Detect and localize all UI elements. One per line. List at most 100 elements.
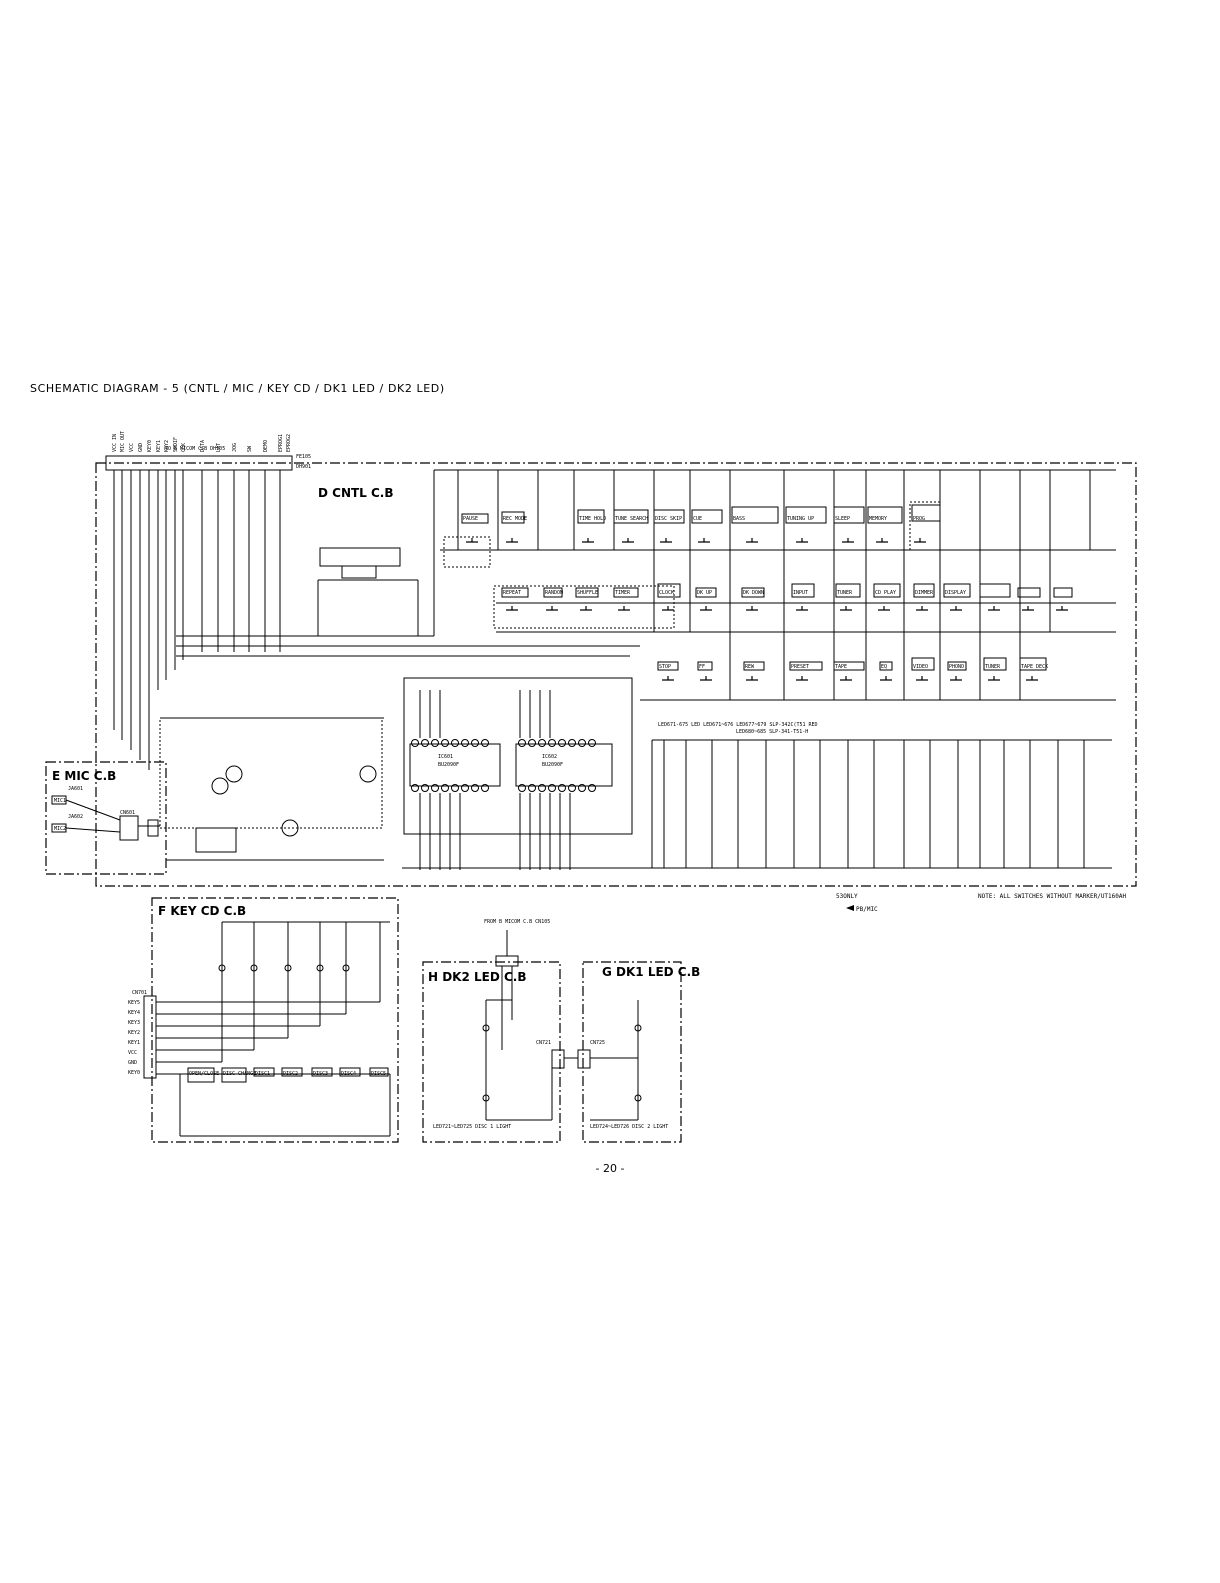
top-connector-subref: DH901 [296,464,311,470]
keycd-pin-label: VCC [128,1050,137,1056]
switch-label: TUNER [837,590,853,596]
switch-label: BASS [733,516,745,522]
switch-label: TUNING UP [787,516,814,522]
board-label-keycd: F KEY CD C.B [158,904,246,918]
switch-label: PAUSE [463,516,478,522]
connector-pin-label: VCC [129,443,135,452]
connector-pin-label: EPROG1 [278,434,284,452]
switch-label: MEMORY [869,516,887,522]
top-connector-label: TO B MICOM C.B DH105 [165,446,225,452]
switch-label: VIDEO [913,664,928,670]
mic-part-label: JA601 [68,786,83,792]
switch-label: SHUFFLE [577,590,598,596]
switch-symbols [466,538,1068,681]
board-label-cntl: D CNTL C.B [318,486,394,500]
connector-pin-label: SPDIF [173,437,179,452]
switch-label: CLOCK [659,590,674,596]
ic602-body [515,743,613,787]
switch-label: DISC SKIP [655,516,682,522]
keycd-lines [156,921,391,1137]
connector-pin-label: LAT [216,443,222,452]
keycd-board-outline [151,897,399,1143]
ic602-part: BU2090F [542,762,563,768]
switch-label: PRESET [791,664,809,670]
dk-from-label: FROM B MICOM C.B CN105 [484,919,550,925]
keycd-led-symbols [218,964,350,972]
led-note-2: LED680~685 SLP-341-T51-H [736,729,808,735]
connector-pin-label: KEY1 [156,440,162,452]
connector-pin-label: KEY2 [164,440,170,452]
ic601-part: BU2090F [438,762,459,768]
switch-label: REC MODE [503,516,527,522]
keycd-pin-label: KEY3 [128,1020,140,1026]
bottom-note-right: NOTE: ALL SWITCHES WITHOUT MARKER/UT160A… [978,893,1126,900]
page-title: SCHEMATIC DIAGRAM - 5 (CNTL / MIC / KEY … [30,382,445,395]
switch-label: SLEEP [835,516,850,522]
cntl-board-outline [95,462,1137,887]
connector-pin-label: EPROG2 [286,434,292,452]
mic-board-outline [45,761,167,875]
switch-label: INPUT [793,590,808,596]
board-label-dk2: H DK2 LED C.B [428,970,527,984]
switch-label: DK DOWN [743,590,764,596]
ic-pins [411,739,596,792]
switch-label: EQ [881,664,887,670]
switch-label: TAPE [835,664,847,670]
keycd-pin-label: KEY4 [128,1010,140,1016]
keycd-button-label: DISC CHANGE [223,1071,256,1077]
page-number: - 20 - [595,1162,625,1175]
dk2-led-note: LED721~LED725 DISC 1 LIGHT [433,1124,511,1130]
switch-label: CD PLAY [875,590,896,596]
keycd-pin-label: KEY5 [128,1000,140,1006]
switch-label: TUNE SEARCH [615,516,648,522]
switch-label: PHONO [949,664,964,670]
connector-pin-label: DATA [200,440,206,452]
switch-label: STOP [659,664,671,670]
switch-row3-boxes [657,657,1047,671]
top-connector-ref: FE105 [296,454,311,460]
mic-part-label: JA602 [68,814,83,820]
bottom-note-left: 53ONLY [836,893,858,900]
connector-pin-label: MIC OUT [120,431,126,452]
switch-label: RANDOM [545,590,563,596]
ic-leads [419,690,571,870]
dk1-board-outline [582,961,682,1143]
mic-part-label: CN601 [120,810,135,816]
ic602-ref: IC602 [542,754,557,760]
connector-pin-label: DEMO [263,440,269,452]
ic601-ref: IC601 [438,754,453,760]
keycd-pin-label: GND [128,1060,137,1066]
connector-pin-label: JOG [232,443,238,452]
mic-part-label: MIC2 [54,826,66,832]
switch-label: REW [745,664,755,670]
connector-pin-label: KEY0 [147,440,153,452]
switch-label: TAPE DECK [1021,664,1048,670]
top-bus-lines [113,470,281,770]
connector-pin-label: CLK [181,443,187,452]
keycd-pin-label: KEY2 [128,1030,140,1036]
switch-label: TIMER [615,590,631,596]
keycd-button-boxes [187,1067,389,1083]
keycd-connector-ref: CN701 [132,990,147,996]
dk1-led-note: LED724~LED726 DISC 2 LIGHT [590,1124,668,1130]
mic-part-label: MIC1 [54,798,66,804]
dk2-connector-ref: CN721 [536,1040,551,1046]
keycd-button-label: DISC2 [283,1071,298,1077]
board-label-mic: E MIC C.B [52,769,116,783]
led-columns [663,740,1085,868]
switch-label: CUE [693,516,702,522]
connector-pin-label: SW [247,445,253,452]
ic601-body [409,743,501,787]
switch-label: REPEAT [503,590,521,596]
switch-label: FF [699,664,705,670]
board-label-dk1: G DK1 LED C.B [602,965,700,979]
switch-label: DIMMER [915,590,934,596]
keycd-button-label: DISC4 [341,1071,356,1077]
switch-label: TUNER [985,664,1001,670]
keycd-pin-label: KEY1 [128,1040,140,1046]
dk2-board-outline [422,961,561,1143]
keycd-button-label: DISC3 [313,1071,328,1077]
arrow-left-icon [846,905,854,911]
